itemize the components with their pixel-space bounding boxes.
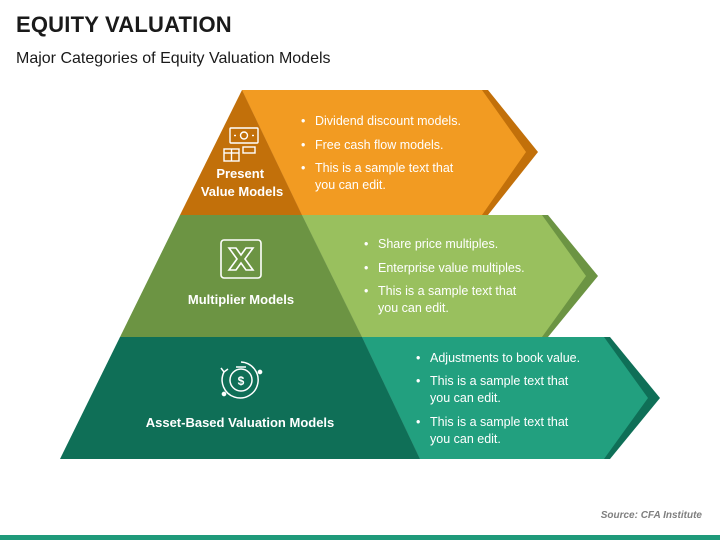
bullet-dot: • — [364, 261, 368, 275]
bullet-text: Enterprise value multiples. — [378, 261, 525, 275]
tier-asset-based: $ Asset-Based Valuation Models • Adjustm… — [60, 337, 660, 459]
multiply-box-icon — [220, 239, 262, 279]
tier-1-pyramid — [180, 90, 302, 215]
bullet-text: Dividend discount models. — [315, 114, 461, 128]
svg-text:Asset-Based Valuation Models: Asset-Based Valuation Models — [146, 415, 335, 430]
tier-multiplier: Multiplier Models • Share price multiple… — [120, 215, 598, 337]
bullet-dot: • — [301, 161, 305, 175]
bullet-dot: • — [416, 351, 420, 365]
tier-3-bullets: • Adjustments to book value. • This is a… — [416, 351, 580, 446]
svg-text:Present Value Models: Present Value Models — [201, 166, 283, 199]
money-gift-icon — [223, 127, 259, 162]
source-note: Source: CFA Institute — [600, 510, 702, 521]
tier-present-value: Present Value Models • Dividend discount… — [180, 90, 538, 215]
bullet-dot: • — [364, 237, 368, 251]
tier-1-arrow — [242, 90, 526, 215]
bullet-text: This is a sample text that — [430, 415, 569, 429]
bullet-text: This is a sample text that — [315, 161, 454, 175]
tier-2-bullets: • Share price multiples. • Enterprise va… — [364, 237, 525, 315]
bullet-dot: • — [301, 114, 305, 128]
bullet-dot: • — [416, 374, 420, 388]
tier-2-pyramid — [120, 215, 362, 337]
page-title: EQUITY VALUATION — [16, 12, 232, 37]
tier-1-label-line-2: Value Models — [201, 184, 283, 199]
tier-2-label-line-1: Multiplier Models — [188, 292, 294, 307]
tier-1-bullets: • Dividend discount models. • Free cash … — [301, 114, 461, 192]
tier-3-label-line-1: Asset-Based Valuation Models — [146, 415, 335, 430]
tier-1-label-line-1: Present — [216, 166, 264, 181]
svg-text:Multiplier Models: Multiplier Models — [188, 292, 294, 307]
pyramid-diagram: Present Value Models • Dividend discount… — [60, 90, 660, 459]
tier-2-arrow — [302, 215, 586, 337]
bullet-text: Share price multiples. — [378, 237, 498, 251]
bullet-text: you can edit. — [378, 301, 449, 315]
bullet-text: Free cash flow models. — [315, 138, 444, 152]
bullet-text: you can edit. — [430, 432, 501, 446]
tier-3-arrow — [362, 337, 648, 459]
bullet-dot: • — [301, 138, 305, 152]
bullet-text: This is a sample text that — [430, 374, 569, 388]
dollar-sign-icon: $ — [238, 374, 245, 388]
bullet-text: This is a sample text that — [378, 284, 517, 298]
page-subtitle: Major Categories of Equity Valuation Mod… — [16, 50, 331, 67]
bullet-text: Adjustments to book value. — [430, 351, 580, 365]
footer-accent-bar — [0, 535, 720, 540]
bullet-dot: • — [364, 284, 368, 298]
bullet-text: you can edit. — [430, 391, 501, 405]
bullet-dot: • — [416, 415, 420, 429]
dollar-cycle-icon — [220, 361, 263, 399]
bullet-text: you can edit. — [315, 178, 386, 192]
